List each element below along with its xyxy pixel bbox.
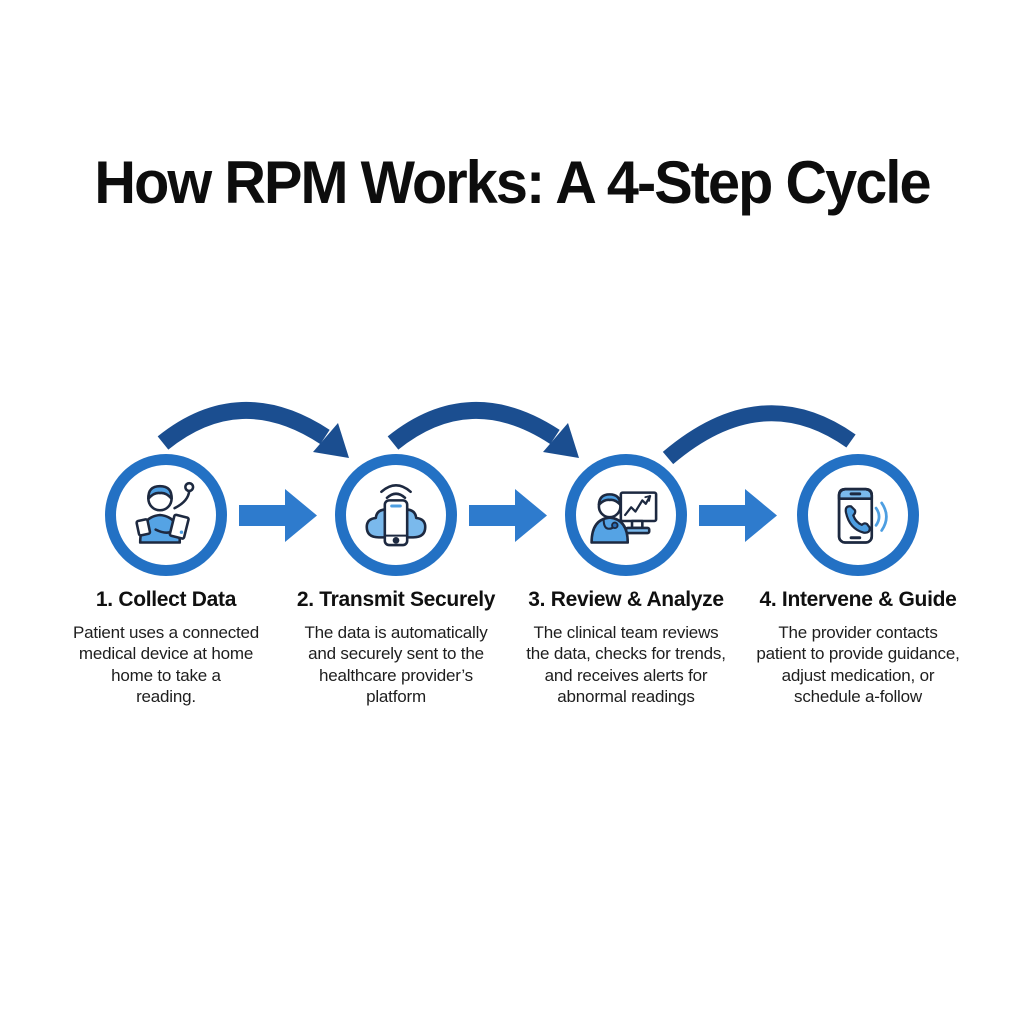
step-1-heading: 1. Collect Data [95, 588, 237, 611]
step-4-circle [797, 454, 919, 576]
step-3-description: The clinical team reviews the data, chec… [526, 623, 726, 707]
step-4-heading: 4. Intervene & Guide [759, 588, 957, 611]
curved-arrow-1 [157, 402, 349, 458]
page-title: How RPM Works: A 4-Step Cycle [94, 149, 931, 216]
step-4-description: The provider contacts patient to provide… [756, 623, 960, 707]
clinician-monitor-icon [590, 491, 658, 544]
phone-call-icon [837, 487, 888, 544]
patient-device-icon [135, 481, 195, 544]
step-1-column: 1. Collect Data Patient uses a connected… [55, 588, 277, 708]
step-2-description: The data is automatically and securely s… [304, 623, 488, 707]
step-4-column: 4. Intervene & Guide The provider contac… [747, 588, 969, 708]
step-3-heading: 3. Review & Analyze [528, 588, 724, 611]
step-2-heading: 2. Transmit Securely [296, 588, 496, 611]
curved-arrow-2 [387, 402, 579, 458]
phone-cloud-upload-icon [365, 484, 427, 547]
step-2-column: 2. Transmit Securely The data is automat… [285, 588, 507, 708]
step-1-circle [105, 454, 227, 576]
step-1-description: Patient uses a connected medical device … [72, 623, 260, 707]
straight-arrow-2 [469, 489, 547, 542]
straight-arrow-3 [699, 489, 777, 542]
step-3-circle [565, 454, 687, 576]
step-2-circle [335, 454, 457, 576]
straight-arrow-1 [239, 489, 317, 542]
curved-arrow-3 [662, 405, 856, 465]
step-3-column: 3. Review & Analyze The clinical team re… [515, 588, 737, 708]
